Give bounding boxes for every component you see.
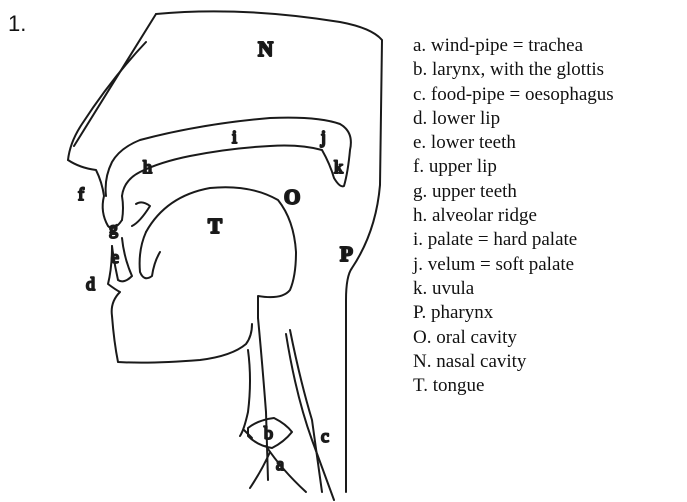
trachea-front-line <box>258 318 268 480</box>
legend-item-h: h. alveolar ridge <box>413 204 614 228</box>
label-c: c <box>321 426 329 446</box>
label-N: N <box>258 37 273 61</box>
label-a: a <box>276 454 284 474</box>
legend-item-P: P. pharynx <box>413 301 614 325</box>
nose-line <box>74 14 156 146</box>
legend-item-j: j. velum = soft palate <box>413 253 614 277</box>
legend-item-i: i. palate = hard palate <box>413 228 614 252</box>
legend-item-e: e. lower teeth <box>413 131 614 155</box>
lower-lip-chin-outline <box>108 246 252 363</box>
legend-item-b: b. larynx, with the glottis <box>413 58 614 82</box>
trachea-back-line <box>266 446 306 492</box>
label-b: b <box>264 423 273 443</box>
label-k: k <box>334 157 343 177</box>
label-g: g <box>109 218 118 238</box>
label-P: P <box>340 242 353 266</box>
tongue-front-outline <box>140 232 160 278</box>
tongue-outline <box>146 187 296 318</box>
vocal-tract-diagram: N O T P a b c d e f g h i j k <box>0 0 400 502</box>
legend-item-a: a. wind-pipe = trachea <box>413 34 614 58</box>
legend-item-c: c. food-pipe = oesophagus <box>413 83 614 107</box>
label-O: O <box>284 185 300 209</box>
label-d: d <box>86 274 95 294</box>
legend-item-f: f. upper lip <box>413 155 614 179</box>
label-e: e <box>111 247 119 267</box>
legend-item-O: O. oral cavity <box>413 326 614 350</box>
legend-item-N: N. nasal cavity <box>413 350 614 374</box>
label-h: h <box>143 157 152 177</box>
label-i: i <box>232 127 237 147</box>
label-j: j <box>320 127 326 147</box>
legend-item-g: g. upper teeth <box>413 180 614 204</box>
legend-item-k: k. uvula <box>413 277 614 301</box>
oesophagus-line-1 <box>290 330 322 492</box>
legend-list: a. wind-pipe = trachea b. larynx, with t… <box>413 34 614 398</box>
upper-teeth-outline <box>122 196 150 226</box>
label-T: T <box>208 214 222 238</box>
label-f: f <box>78 184 84 204</box>
oesophagus-line-2 <box>286 334 334 500</box>
legend-item-d: d. lower lip <box>413 107 614 131</box>
legend-item-T: T. tongue <box>413 374 614 398</box>
neck-front-outline <box>240 350 250 436</box>
